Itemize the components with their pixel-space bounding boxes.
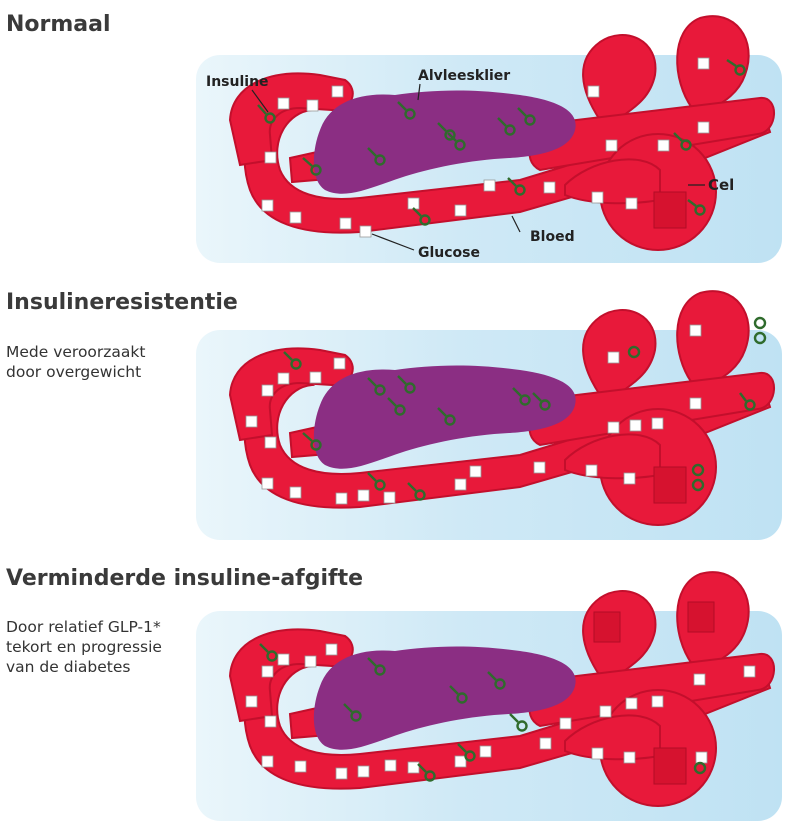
caption-line: Mede veroorzaakt — [6, 343, 146, 361]
panel-title-reduced-insulin-release: Verminderde insuline-afgifte — [6, 566, 364, 591]
blood-vessel-upper — [228, 628, 354, 723]
keyhole-icon — [593, 611, 621, 643]
label-insulin: Insuline — [206, 74, 269, 90]
panel-caption-insulin-resistance: Mede veroorzaakt door overgewicht — [6, 342, 145, 382]
pancreas — [313, 90, 576, 194]
cell-bulb-2 — [676, 15, 750, 112]
glucose-cube-icon — [245, 324, 702, 505]
glucose-cube-icon — [261, 57, 710, 238]
blood-vessel-upper — [228, 347, 354, 442]
glucose-cube-icon — [245, 643, 756, 780]
cell-bulb-2 — [676, 290, 750, 387]
panel-title-insulin-resistance: Insulineresistentie — [6, 290, 238, 315]
pancreas — [313, 365, 576, 469]
caption-line: tekort en progressie — [6, 638, 162, 656]
insulin-key-icon — [259, 643, 707, 782]
caption-line: van de diabetes — [6, 658, 131, 676]
caption-line: door overgewicht — [6, 363, 142, 381]
diagram-insulin-resistance — [196, 290, 782, 540]
insulin-key-icon — [283, 316, 767, 501]
panel-caption-reduced-insulin-release: Door relatief GLP-1* tekort en progressi… — [6, 617, 162, 677]
cell-bulb-1 — [582, 33, 657, 122]
label-blood: Bloed — [530, 229, 575, 245]
pancreas — [313, 646, 576, 750]
caption-line: Door relatief GLP-1* — [6, 618, 161, 636]
label-glucose: Glucose — [418, 245, 480, 261]
cell — [564, 689, 717, 807]
diagram-reduced-insulin-release — [196, 571, 782, 821]
label-pancreas: Alvleesklier — [418, 68, 510, 84]
insulin-key-icon — [257, 59, 746, 226]
cell — [564, 133, 717, 251]
label-cell: Cel — [708, 176, 734, 194]
keyhole-icon — [687, 601, 715, 633]
panel-title-normal: Normaal — [6, 12, 111, 37]
diagram-normal: Insuline Alvleesklier Cel Bloed Glucose — [196, 15, 782, 263]
